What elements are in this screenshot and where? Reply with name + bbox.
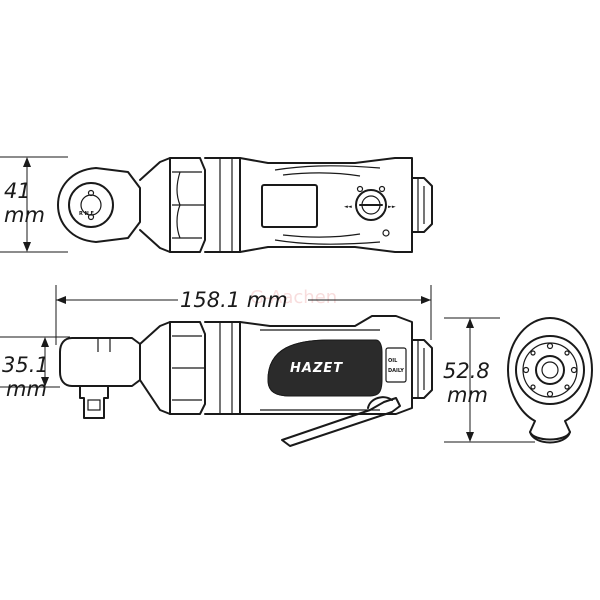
top-height-unit: mm (4, 203, 45, 227)
tool-top-view: R N F ◄◄ ►► (57, 157, 433, 253)
front-diameter-value: 52.8 (443, 359, 490, 383)
svg-text:►►: ►► (388, 204, 396, 210)
front-diameter-unit: mm (447, 383, 488, 407)
tool-front-view (507, 317, 593, 444)
oil-label-2: DAILY (388, 368, 404, 374)
tool-side-view: HAZET OIL DAILY (59, 315, 433, 447)
dimension-length: 158.1 mm (55, 285, 432, 345)
dimension-side-height: 35.1 mm (0, 336, 70, 401)
dimension-top-height: 41 mm (0, 156, 68, 253)
watermark: G-Aachen (250, 287, 337, 308)
side-height-unit: mm (6, 377, 47, 401)
side-height-value: 35.1 (2, 353, 49, 377)
oil-label-1: OIL (388, 358, 398, 364)
top-height-value: 41 (4, 179, 31, 203)
length-label: 158.1 mm (180, 288, 288, 312)
dimension-front-diameter: 52.8 mm (443, 317, 535, 443)
svg-text:R N F: R N F (79, 211, 94, 217)
brand-label: HAZET (290, 361, 343, 376)
svg-text:◄◄: ◄◄ (344, 204, 352, 210)
